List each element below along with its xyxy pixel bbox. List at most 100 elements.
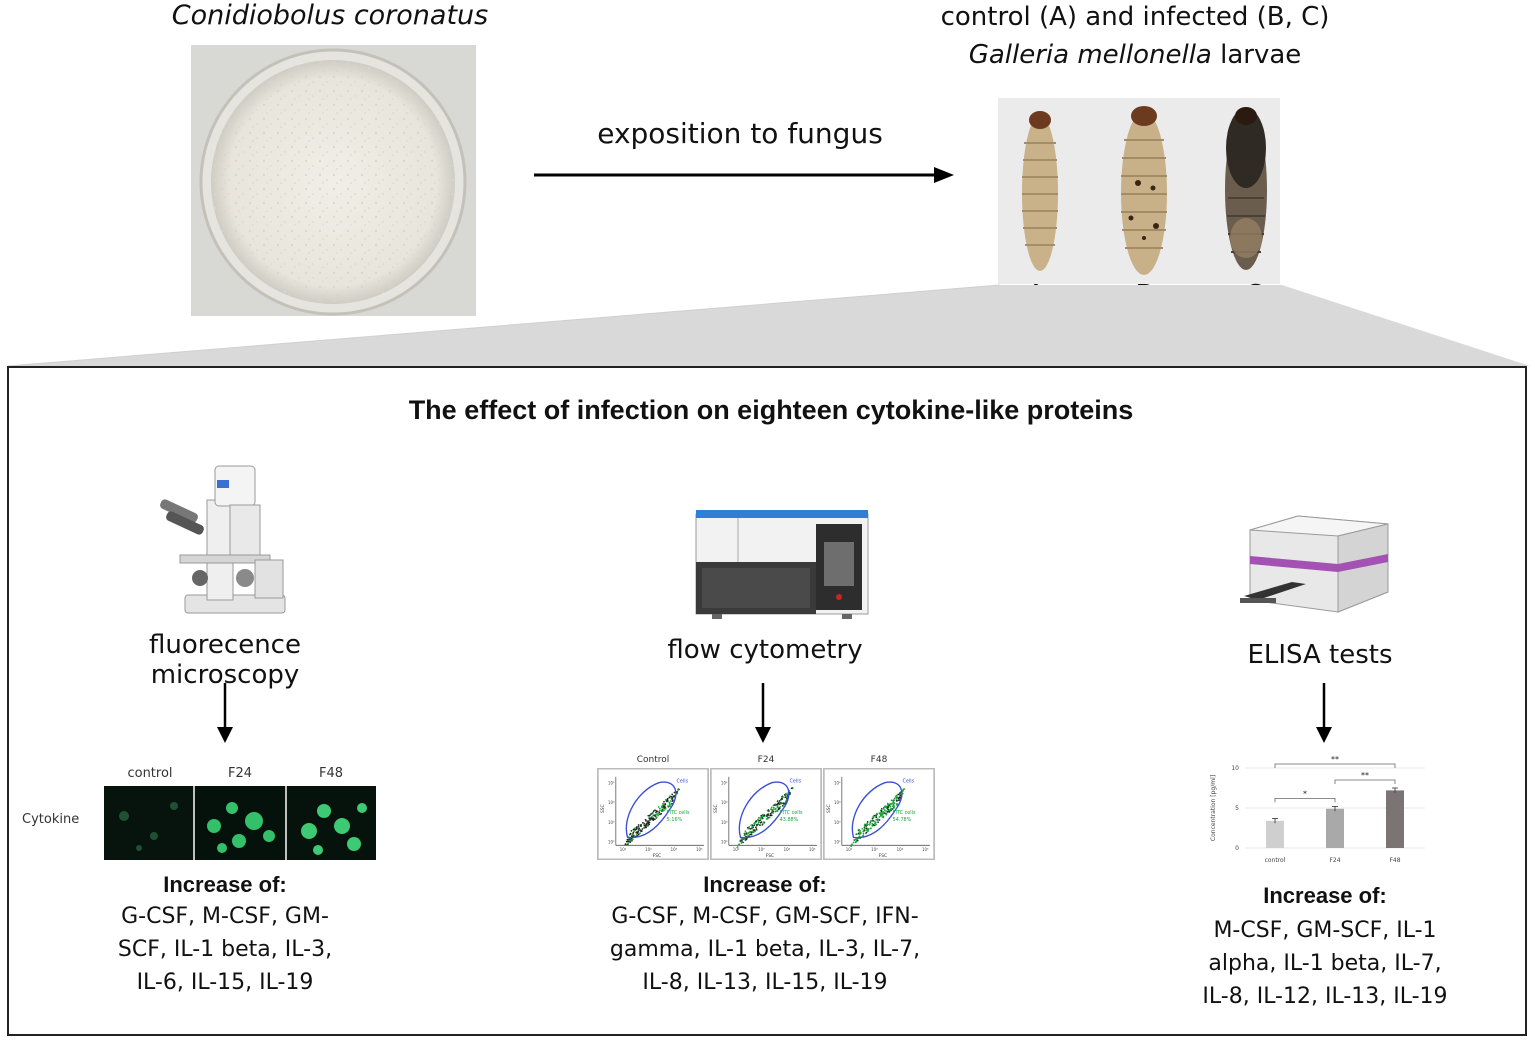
flow-event-dot — [776, 809, 779, 812]
flow-event-dot — [757, 818, 759, 821]
elisa-y-tick: 5 — [1235, 805, 1239, 812]
flow-event-dot — [652, 811, 654, 814]
flow-event-dot — [760, 821, 763, 823]
flow-event-dot — [637, 830, 640, 833]
down-arrow-microscopy — [217, 683, 233, 743]
flow-event-dot — [635, 833, 638, 836]
fungus-title: Conidiobolus coronatus — [171, 0, 489, 31]
petri-dish-photo — [191, 45, 476, 316]
flow-gate — [851, 781, 903, 839]
flow-event-dot — [649, 818, 651, 821]
flow-x-tick: 10⁴ — [784, 847, 791, 852]
flow-event-dot — [744, 833, 747, 836]
flow-event-dot — [745, 838, 748, 841]
flow-event-dot — [673, 795, 676, 797]
flow-event-dot — [893, 797, 896, 800]
flow-x-tick: 10⁵ — [922, 847, 929, 852]
flow-event-dot — [627, 840, 630, 843]
flow-event-dot — [671, 793, 674, 796]
micro-col-control: control — [127, 766, 173, 781]
flow-event-dot — [889, 805, 892, 808]
flow-event-dot — [881, 813, 884, 816]
flow-event-dot — [783, 793, 786, 796]
elisa-bar — [1326, 808, 1344, 848]
flow-event-dot — [626, 838, 629, 841]
flow-y-tick: 10³ — [608, 820, 615, 825]
flow-xlabel: FSC — [879, 853, 887, 859]
flow-event-dot — [658, 809, 661, 812]
increase-line: SCF, IL-1 beta, IL-3, — [117, 937, 333, 962]
flow-event-dot — [874, 815, 877, 818]
flow-event-dot — [652, 810, 655, 812]
flow-event-dot — [902, 788, 905, 791]
flow-event-dot — [763, 821, 765, 823]
flow-event-dot — [873, 824, 875, 827]
increase-line: IL-8, IL-13, IL-15, IL-19 — [642, 970, 888, 995]
flow-event-dot — [755, 821, 757, 824]
flow-event-dot — [773, 808, 775, 811]
flow-event-dot — [663, 803, 665, 805]
flow-event-dot — [750, 833, 753, 836]
flow-event-dot — [669, 803, 671, 806]
flow-event-dot — [670, 795, 673, 798]
flow-event-dot — [755, 823, 758, 826]
flow-event-dot — [736, 846, 739, 848]
elisa-x-tick: F48 — [1389, 857, 1400, 864]
flow-event-dot — [759, 817, 762, 819]
flow-x-tick: 10³ — [758, 847, 765, 852]
flow-y-tick: 10² — [834, 839, 841, 844]
flow-x-tick: 10⁴ — [671, 847, 678, 852]
flow-event-dot — [668, 802, 671, 804]
flow-event-dot — [851, 843, 853, 846]
increase-list-microscopy: G-CSF, M-CSF, GM- SCF, IL-1 beta, IL-3, … — [60, 900, 390, 999]
flow-event-dot — [882, 811, 884, 813]
flow-event-dot — [663, 800, 665, 803]
elisa-x-tick: F24 — [1329, 857, 1340, 864]
flow-event-dot — [772, 806, 775, 809]
flow-event-dot — [865, 823, 868, 826]
micro-row-label: Cytokine — [22, 812, 80, 827]
flow-event-dot — [738, 843, 740, 846]
larvae-title-suffix: larvae — [1211, 40, 1302, 70]
flow-event-dot — [850, 845, 853, 848]
flow-event-dot — [893, 802, 896, 805]
elisa-significance-label: * — [1303, 789, 1307, 798]
flow-event-dot — [877, 821, 879, 823]
flow-event-dot — [859, 831, 862, 834]
flow-y-tick: 10⁴ — [721, 800, 728, 805]
flow-event-dot — [640, 830, 642, 833]
flow-event-dot — [893, 805, 895, 807]
flow-event-dot — [885, 812, 888, 815]
flow-event-dot — [629, 839, 632, 842]
flow-event-dot — [647, 820, 649, 823]
flow-event-dot — [862, 830, 865, 833]
flow-event-dot — [864, 827, 866, 830]
flow-event-dot — [779, 803, 782, 805]
results-panel — [7, 366, 1527, 1036]
larvae-photo — [998, 98, 1280, 284]
flow-event-dot — [882, 807, 885, 810]
flow-event-dot — [744, 830, 747, 833]
flow-event-dot — [648, 814, 651, 817]
flow-event-dot — [779, 799, 782, 801]
flow-event-dot — [862, 834, 865, 837]
flow-event-dot — [652, 817, 655, 820]
flow-event-dot — [664, 806, 667, 809]
flow-event-dot — [853, 839, 856, 841]
flow-event-dot — [772, 804, 775, 807]
flow-event-dot — [875, 823, 877, 826]
flow-event-dot — [770, 808, 772, 810]
flow-event-dot — [779, 805, 782, 808]
flow-event-dot — [677, 789, 679, 791]
flow-event-dot — [891, 802, 893, 805]
flow-event-dot — [753, 823, 756, 826]
increase-line: G-CSF, M-CSF, GM- — [121, 904, 329, 929]
flow-y-tick: 10⁴ — [608, 800, 615, 805]
flow-event-dot — [871, 823, 874, 826]
flow-event-dot — [879, 812, 882, 815]
flow-event-dot — [866, 820, 869, 823]
increase-line: G-CSF, M-CSF, GM-SCF, IFN- — [611, 904, 919, 929]
increase-title-flow: Increase of: — [703, 872, 827, 897]
elisa-x-tick: control — [1265, 857, 1286, 864]
